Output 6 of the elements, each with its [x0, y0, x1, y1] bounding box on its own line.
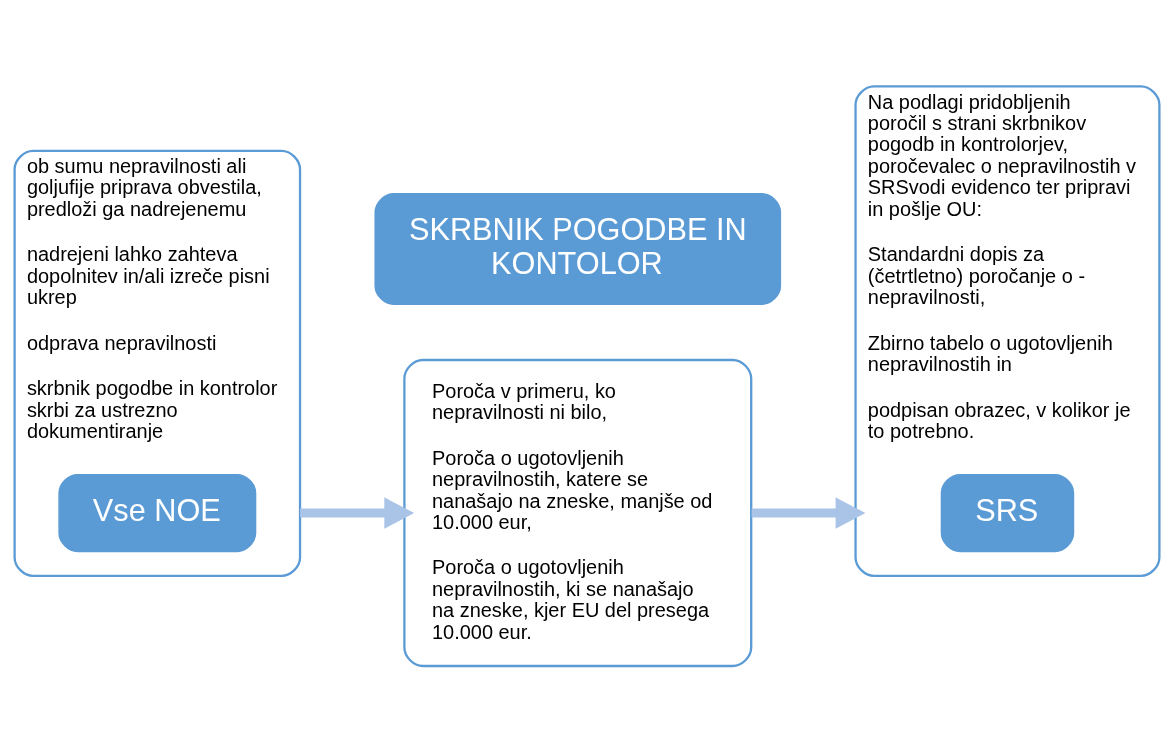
node-box: SRS — [940, 473, 1075, 553]
arrow — [751, 497, 866, 529]
node-box: Vse NOE — [58, 473, 257, 553]
node-box: SKRBNIK POGODBE IN KONTOLOR — [374, 193, 782, 306]
node-box: Poroča v primeru, ko nepravilnosti ni bilo, Poroča o ugotovljenih nepravilnostih, katere se nanašajo na zneske, manjše od 10.000 eur, Poroča o ugotovljenih nepravilnostih, ki se nanašajo na zneske, kjer EU del presega 10.000 eur. — [403, 358, 753, 668]
arrow — [300, 497, 415, 529]
